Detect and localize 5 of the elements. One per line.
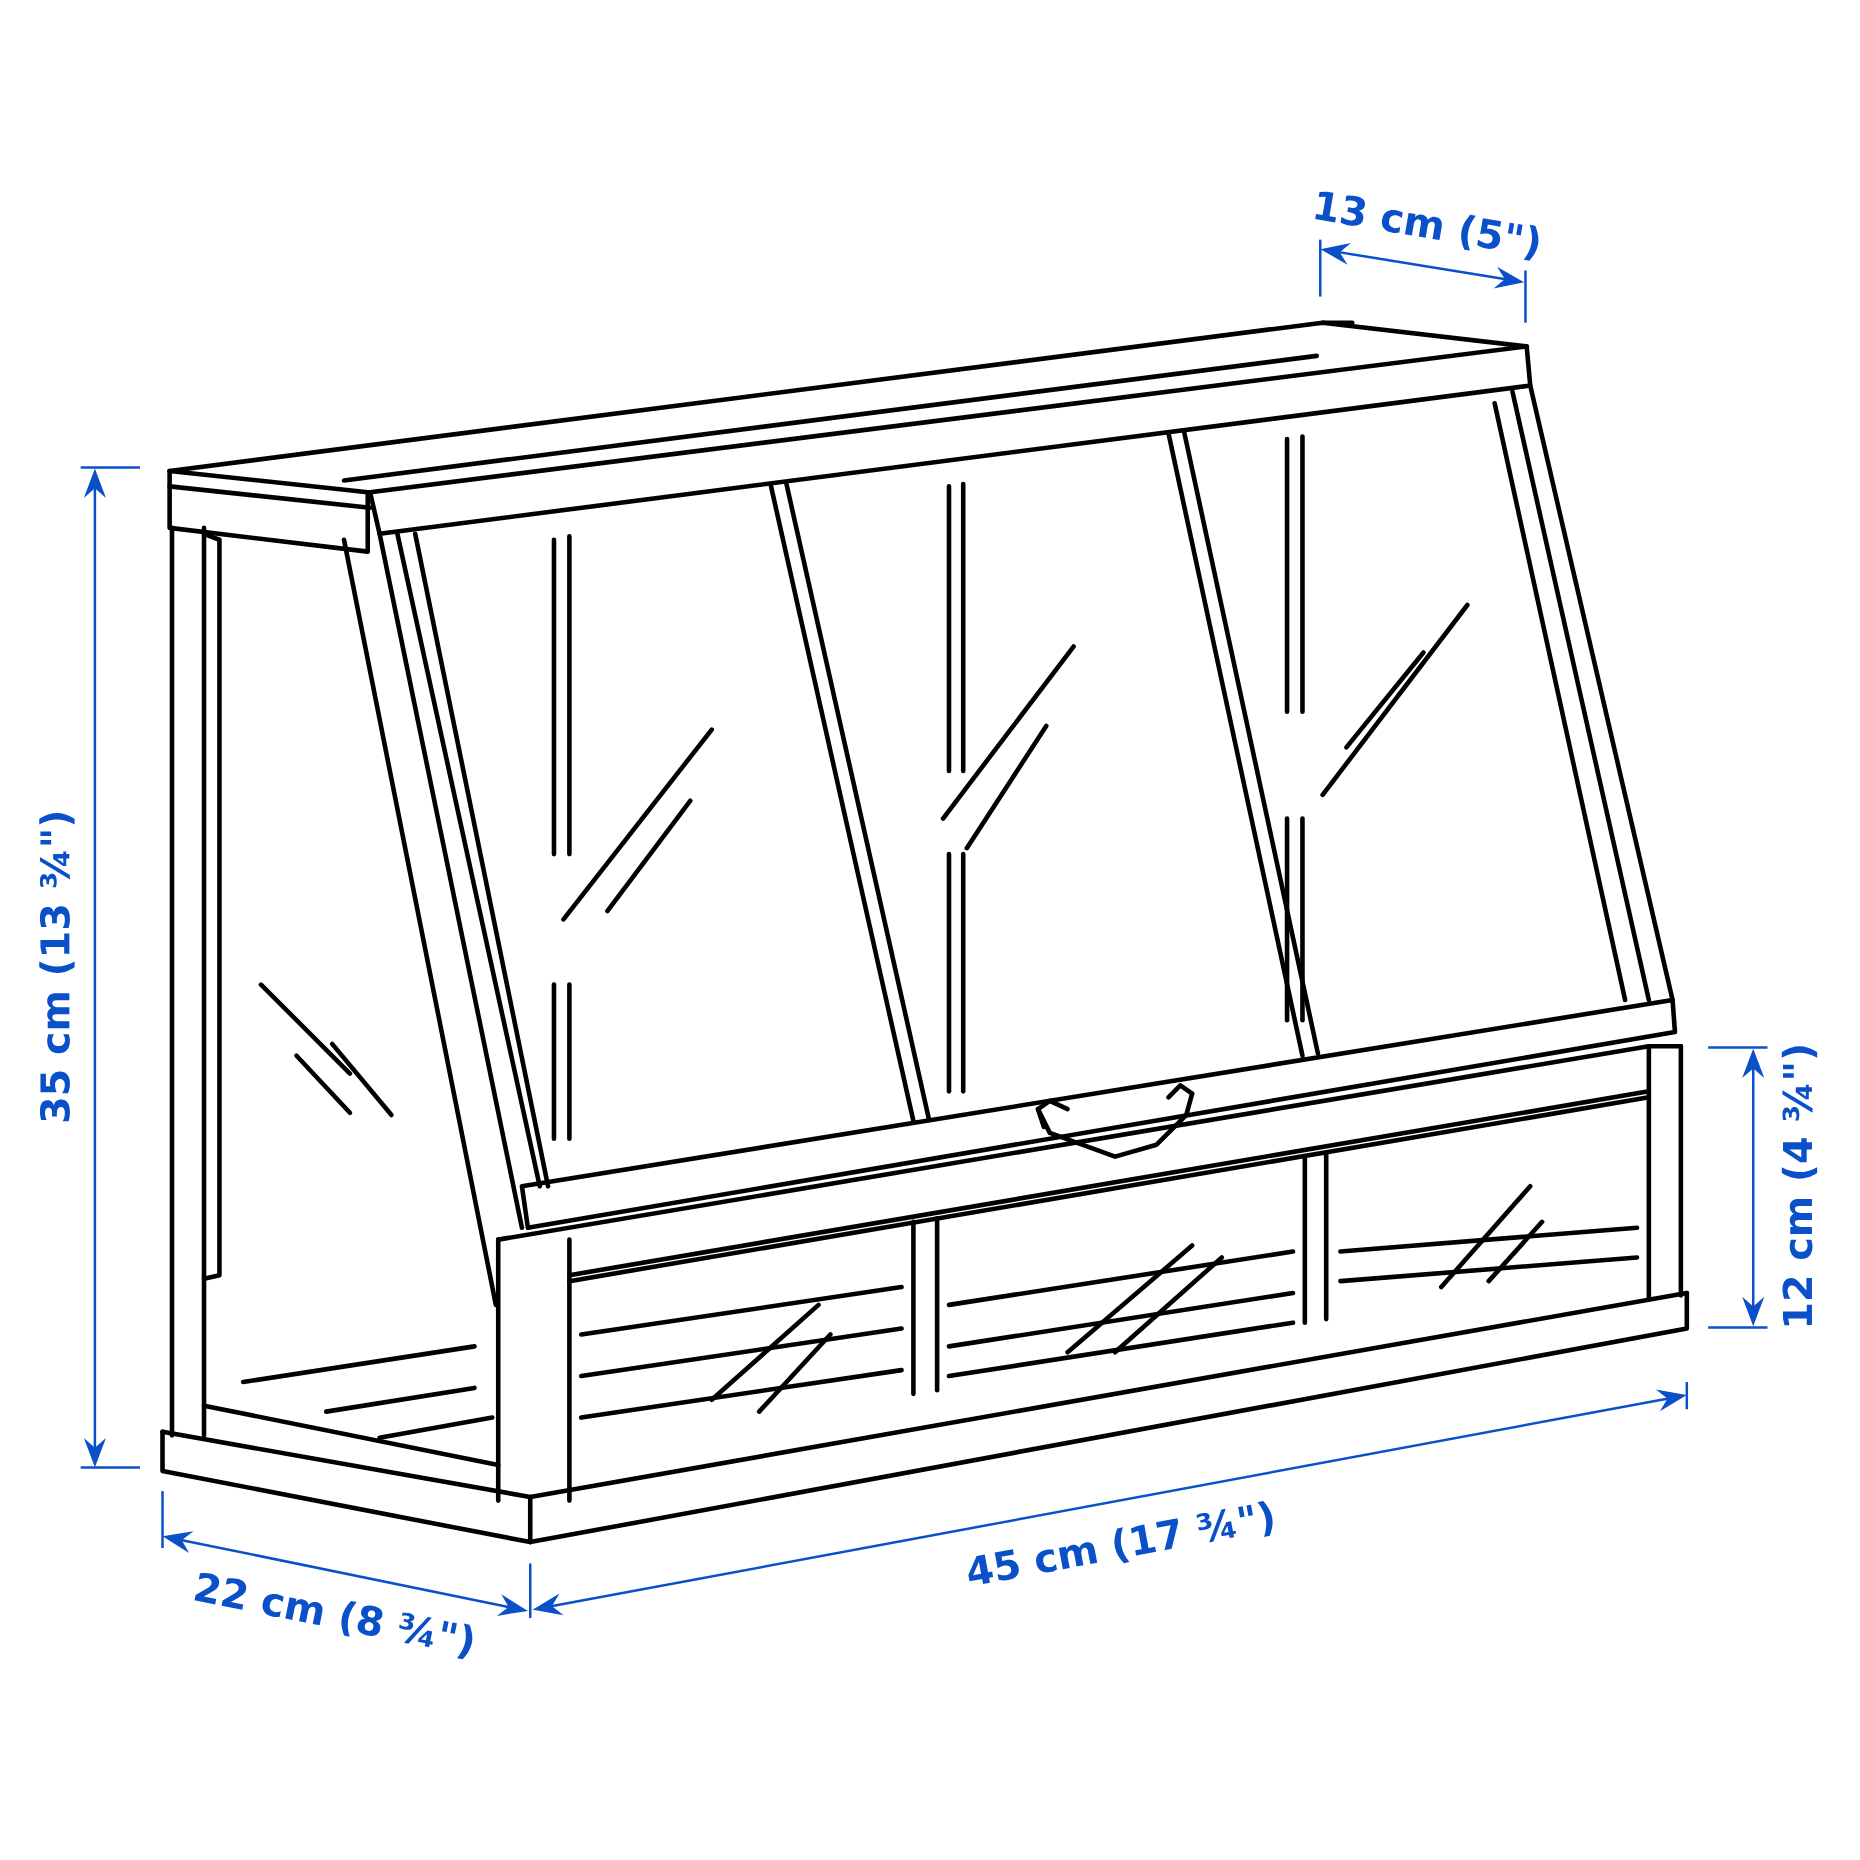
dimension-label: 35 cm (13 ¾") <box>39 813 75 1122</box>
dimension-label: 45 cm (17 ¾") <box>968 1501 1273 1585</box>
dimension-label: 13 cm (5") <box>1315 191 1539 261</box>
dimension-label: 12 cm (4 ¾") <box>1781 1046 1818 1326</box>
dimension-label: 22 cm (8 ¾") <box>194 1572 473 1660</box>
